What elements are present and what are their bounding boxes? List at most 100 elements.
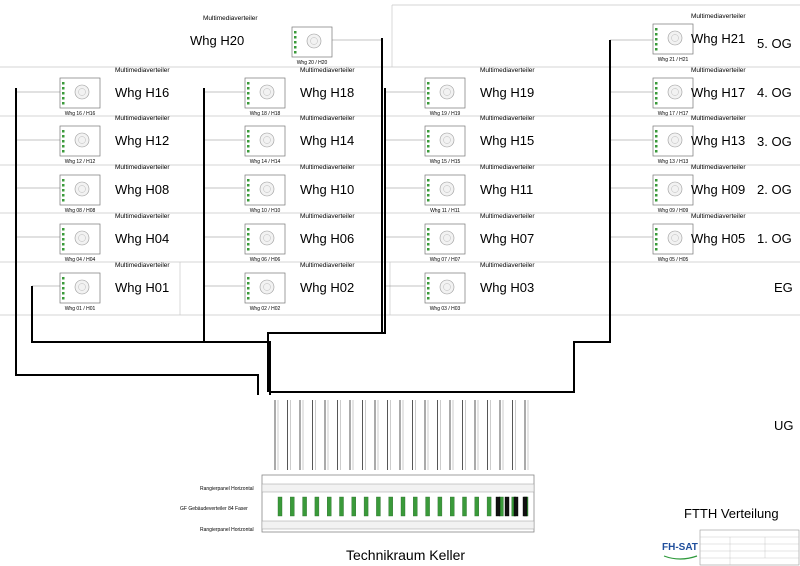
multimedia-distributor: Whg 08 / H08 — [59, 174, 101, 214]
fiber-port — [388, 496, 393, 517]
port-led — [655, 82, 658, 85]
multimedia-distributor: Whg 03 / H03 — [424, 272, 466, 312]
multimedia-distributor: Whg 07 / H07 — [424, 223, 466, 263]
port-led — [655, 228, 658, 231]
multimedia-box-icon-inner — [263, 283, 271, 291]
port-led — [247, 243, 250, 246]
unit-label: Whg H05 — [691, 231, 745, 246]
riser-cable — [270, 40, 611, 393]
distributor-caption: Multimediaverteiler — [480, 67, 535, 74]
unit-label: Whg H16 — [115, 85, 169, 100]
fiber-port — [339, 496, 344, 517]
port-led — [655, 87, 658, 90]
multimedia-box-icon-inner — [671, 234, 679, 242]
floor-label-4og: 4. OG — [757, 85, 792, 100]
port-led — [294, 31, 297, 34]
fiber-port — [302, 496, 307, 517]
multimedia-distributor: Whg 20 / H20 — [291, 26, 333, 66]
distributor-tag: Whg 12 / H12 — [65, 159, 96, 165]
port-led — [62, 87, 65, 90]
port-led — [62, 243, 65, 246]
multimedia-box-icon-inner — [671, 88, 679, 96]
port-led — [655, 130, 658, 133]
port-led — [427, 287, 430, 290]
distributor-caption: Multimediaverteiler — [480, 262, 535, 269]
distributor-tag: Whg 17 / H17 — [658, 111, 689, 117]
port-led — [427, 130, 430, 133]
port-led — [247, 140, 250, 143]
multimedia-box-icon — [74, 279, 90, 295]
multimedia-distributor: Whg 09 / H09 — [652, 174, 694, 214]
fiber-port-spare — [513, 496, 519, 517]
labels: Multimediaverteiler Whg H20Multimediavert… — [115, 13, 746, 295]
distributor-caption: Multimediaverteiler — [115, 115, 170, 122]
fh-sat-logo-icon: FH-SAT — [662, 542, 698, 560]
multimedia-distributor: Whg 17 / H17 — [652, 77, 694, 117]
port-led — [62, 248, 65, 251]
distributor-tag: Whg 13 / H13 — [658, 159, 689, 165]
port-led — [427, 277, 430, 280]
distributor-tag: Whg 03 / H03 — [430, 306, 461, 312]
distributor-caption: Multimediaverteiler — [691, 115, 746, 122]
port-led — [427, 189, 430, 192]
unit-label: Whg H13 — [691, 133, 745, 148]
distributor-tag: Whg 02 / H02 — [250, 306, 281, 312]
distributor-caption: Multimediaverteiler — [691, 213, 746, 220]
fiber-port — [351, 496, 356, 517]
multimedia-box-icon-inner — [263, 88, 271, 96]
port-led — [247, 282, 250, 285]
port-led — [655, 92, 658, 95]
port-led — [655, 184, 658, 187]
port-led — [655, 199, 658, 202]
port-led — [294, 41, 297, 44]
distributor-caption: Multimediaverteiler — [115, 67, 170, 74]
multimedia-box-icon — [439, 230, 455, 246]
floor-label-2og: 2. OG — [757, 182, 792, 197]
port-led — [62, 140, 65, 143]
unit-label: Whg H20 — [190, 33, 244, 48]
floor-label-1og: 1. OG — [757, 231, 792, 246]
distributor-tag: Whg 10 / H10 — [250, 208, 281, 214]
multimedia-distributor: Whg 15 / H15 — [424, 125, 466, 165]
distributor-caption: Multimediaverteiler — [115, 213, 170, 220]
distributor-tag: Whg 08 / H08 — [65, 208, 96, 214]
floor-label-eg: EG — [774, 280, 793, 295]
port-led — [247, 82, 250, 85]
port-led — [427, 135, 430, 138]
multimedia-box-icon — [259, 230, 275, 246]
port-led — [247, 97, 250, 100]
port-led — [655, 145, 658, 148]
patch-panel-rail-top — [261, 483, 535, 493]
port-led — [62, 282, 65, 285]
distribution-title: FTTH Verteilung — [684, 506, 779, 521]
port-led — [427, 282, 430, 285]
port-led — [655, 238, 658, 241]
fiber-port — [450, 496, 455, 517]
multimedia-distributor: Whg 11 / H11 — [424, 174, 466, 214]
port-led — [62, 189, 65, 192]
unit-label: Whg H18 — [300, 85, 354, 100]
patch-panel — [261, 474, 535, 533]
port-led — [427, 150, 430, 153]
port-led — [427, 97, 430, 100]
multimedia-box-icon-inner — [78, 185, 86, 193]
unit-label: Whg H10 — [300, 182, 354, 197]
panel-label-bottom: Rangierpanel Horizontal — [200, 527, 254, 533]
distributor-tag: Whg 11 / H11 — [430, 208, 460, 214]
port-led — [247, 292, 250, 295]
port-led — [247, 248, 250, 251]
port-led — [427, 87, 430, 90]
port-led — [427, 179, 430, 182]
port-led — [655, 194, 658, 197]
port-led — [655, 43, 658, 46]
title-block — [699, 529, 800, 566]
multimedia-box-icon-inner — [443, 234, 451, 242]
fiber-port — [486, 496, 492, 517]
port-led — [655, 48, 658, 51]
unit-label: Whg H19 — [480, 85, 534, 100]
multimedia-box-icon — [74, 181, 90, 197]
port-led — [655, 189, 658, 192]
port-led — [62, 199, 65, 202]
fiber-port — [474, 496, 479, 517]
